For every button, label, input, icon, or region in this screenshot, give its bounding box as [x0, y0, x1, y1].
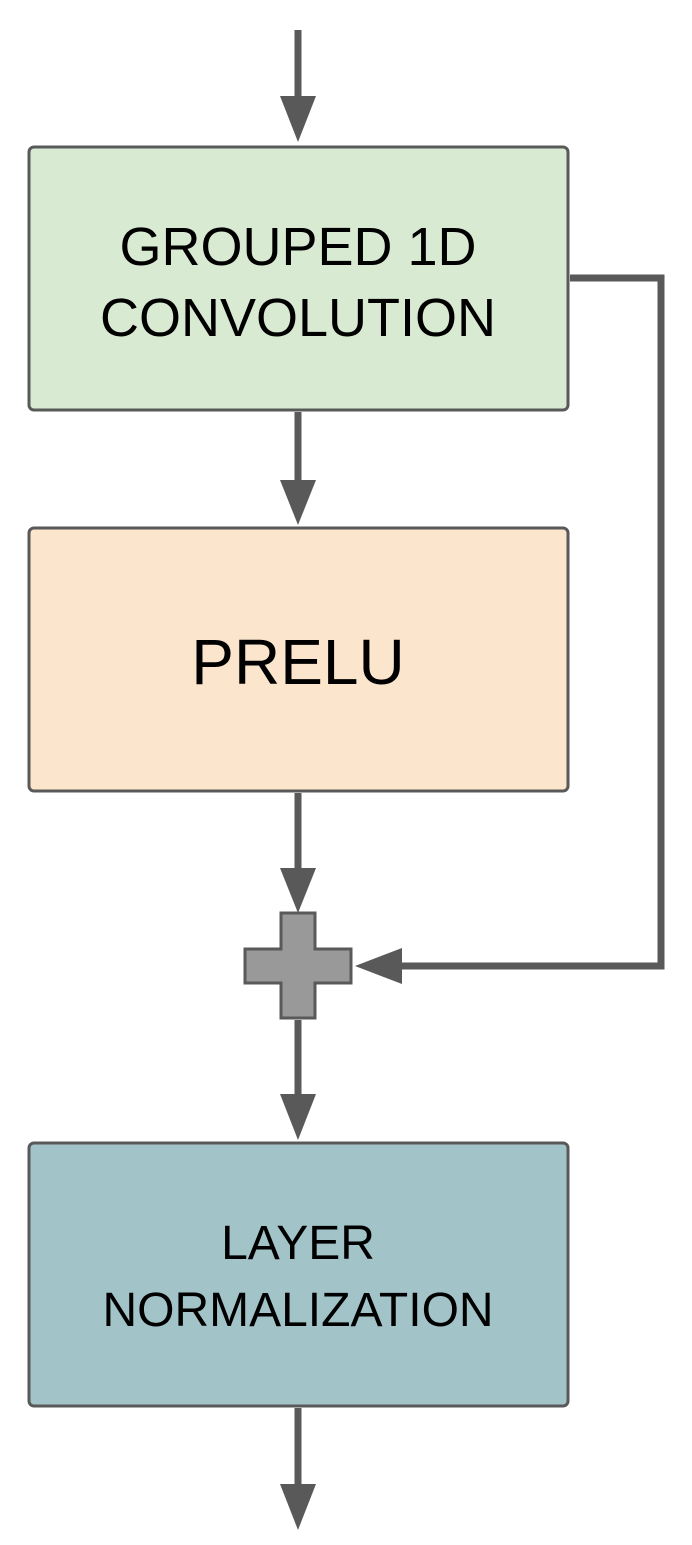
arrow-add-to-norm — [280, 1020, 316, 1140]
norm-block: LAYER NORMALIZATION — [27, 1141, 570, 1408]
skip-connection-arrow — [355, 274, 665, 984]
arrow-prelu-to-add — [280, 793, 316, 913]
add-node-plus-icon — [243, 911, 353, 1020]
norm-block-label-line2: NORMALIZATION — [102, 1284, 493, 1337]
arrow-conv-to-prelu — [280, 412, 316, 525]
conv-block-label-line1: GROUPED 1D — [119, 217, 476, 277]
prelu-block-label: PRELU — [191, 626, 404, 698]
input-arrow — [280, 30, 316, 142]
conv-block: GROUPED 1D CONVOLUTION — [27, 145, 570, 412]
conv-block-box — [27, 145, 570, 412]
prelu-block-box — [27, 526, 570, 793]
conv-block-label-line2: CONVOLUTION — [100, 288, 496, 348]
output-arrow — [280, 1408, 316, 1530]
prelu-block: PRELU — [27, 526, 570, 793]
norm-block-box — [27, 1141, 570, 1408]
norm-block-label-line1: LAYER — [221, 1217, 375, 1270]
